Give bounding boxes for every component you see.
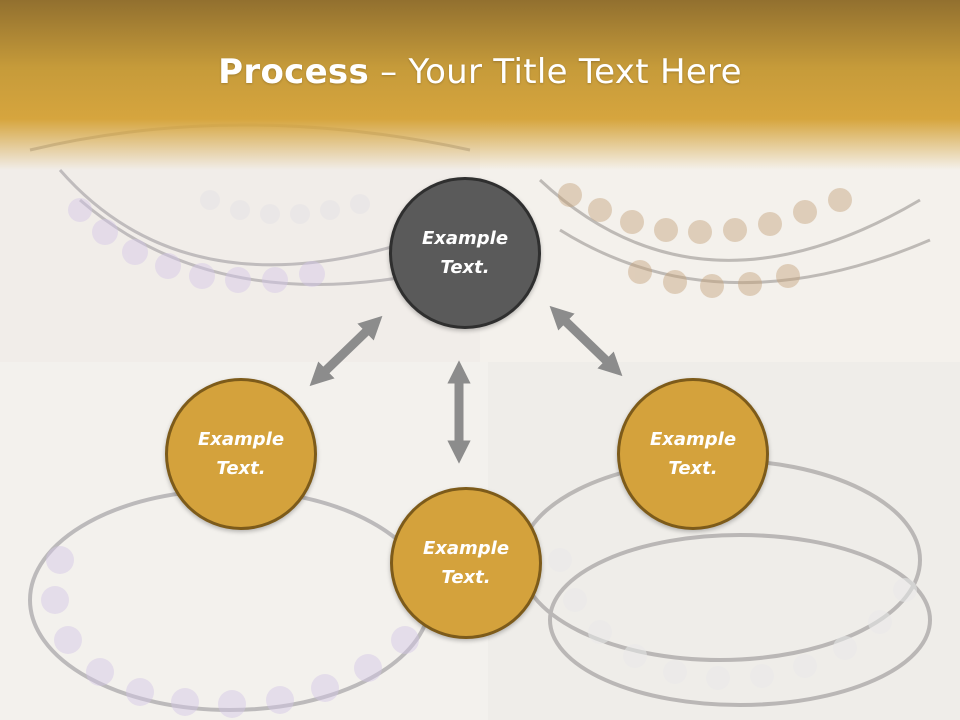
- process-node-center[interactable]: Example Text.: [389, 177, 541, 329]
- node-right-text: Example Text.: [649, 429, 737, 479]
- arrow-center-right: [549, 305, 623, 377]
- process-node-right[interactable]: Example Text.: [617, 378, 769, 530]
- title-banner: [0, 0, 960, 170]
- title-bold-word: Process: [218, 52, 370, 92]
- process-node-bottom[interactable]: Example Text.: [390, 487, 542, 639]
- slide-title[interactable]: Process – Your Title Text Here: [0, 52, 960, 92]
- node-center-text: Example Text.: [421, 228, 509, 278]
- node-left-text: Example Text.: [197, 429, 285, 479]
- node-bottom-text: Example Text.: [422, 538, 510, 588]
- title-rest: – Your Title Text Here: [369, 52, 742, 92]
- arrow-center-left: [309, 315, 383, 387]
- process-node-left[interactable]: Example Text.: [165, 378, 317, 530]
